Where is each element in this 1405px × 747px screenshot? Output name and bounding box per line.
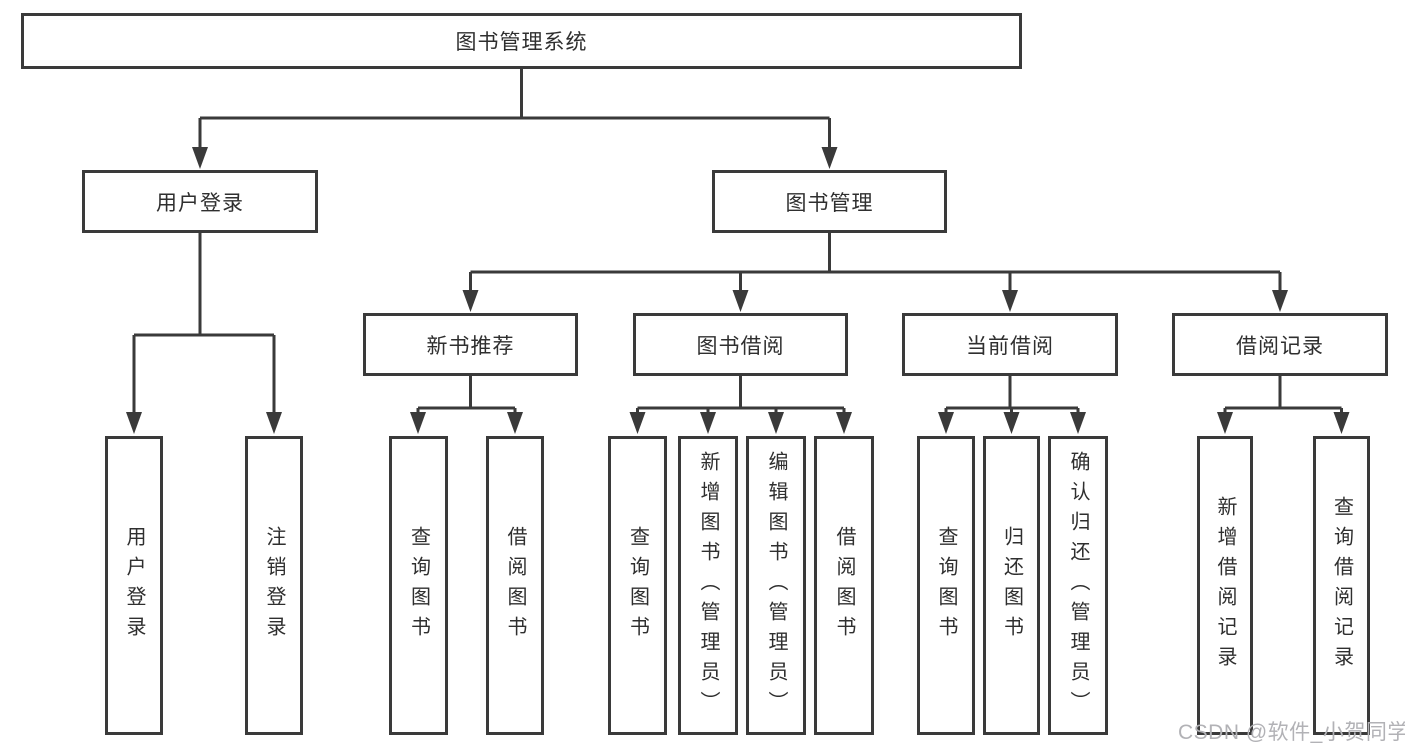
- node-new-book-recommend: 新书推荐: [363, 313, 578, 376]
- node-leaf-query-books-current: 查询图书: [917, 436, 975, 735]
- node-leaf-borrow-books-recommend-label: 借阅图书: [504, 525, 526, 646]
- node-leaf-add-book-admin-label: 新增图书（管理员）: [697, 450, 719, 721]
- node-leaf-query-books-borrow: 查询图书: [608, 436, 667, 735]
- connector-drops-level3: [469, 272, 1282, 292]
- node-user-login: 用户登录: [82, 170, 318, 233]
- node-leaf-query-books-recommend: 查询图书: [389, 436, 448, 735]
- node-leaf-query-books-borrow-label: 查询图书: [626, 525, 649, 646]
- connector-borrow-rail: [637, 376, 844, 410]
- node-leaf-query-books-current-label: 查询图书: [935, 525, 957, 646]
- node-book-management-label: 图书管理: [785, 191, 874, 215]
- node-leaf-edit-book-admin-label: 编辑图书（管理员）: [765, 450, 787, 721]
- node-leaf-query-borrow-record: 查询借阅记录: [1313, 436, 1370, 735]
- node-leaf-borrow-books-label: 借阅图书: [833, 525, 855, 646]
- node-leaf-add-borrow-record-label: 新增借阅记录: [1214, 495, 1236, 676]
- csdn-watermark: CSDN @软件_小贺同学: [1178, 721, 1405, 744]
- node-book-management: 图书管理: [712, 170, 947, 233]
- connector-root-rail: [200, 69, 830, 120]
- node-leaf-logout: 注销登录: [245, 436, 303, 735]
- node-book-borrowing: 图书借阅: [633, 313, 848, 376]
- node-leaf-user-login-label: 用户登录: [123, 525, 145, 646]
- node-book-borrowing-label: 图书借阅: [696, 334, 785, 358]
- node-leaf-return-book: 归还图书: [983, 436, 1040, 735]
- node-leaf-borrow-books: 借阅图书: [814, 436, 874, 735]
- node-leaf-return-book-label: 归还图书: [1000, 525, 1023, 646]
- node-leaf-confirm-return-admin-label: 确认归还（管理员）: [1067, 450, 1089, 721]
- node-leaf-add-book-admin: 新增图书（管理员）: [678, 436, 738, 735]
- connector-current-rail: [946, 376, 1078, 410]
- node-borrowing-records: 借阅记录: [1172, 313, 1388, 376]
- arrowheads: [126, 147, 1350, 434]
- node-current-borrowing: 当前借阅: [902, 313, 1118, 376]
- node-current-borrowing-label: 当前借阅: [966, 334, 1054, 358]
- node-root-label: 图书管理系统: [455, 31, 588, 54]
- node-borrowing-records-label: 借阅记录: [1236, 334, 1324, 358]
- connector-records-rail: [1225, 376, 1342, 410]
- connector-drops-userlogin: [132, 335, 276, 414]
- node-user-login-label: 用户登录: [156, 191, 244, 215]
- node-leaf-add-borrow-record: 新增借阅记录: [1197, 436, 1253, 735]
- node-leaf-user-login: 用户登录: [105, 436, 163, 735]
- connector-drops-level2: [198, 118, 831, 149]
- connector-newbook-rail: [418, 376, 515, 410]
- connector-bookmgmt-rail: [470, 233, 1280, 274]
- node-leaf-borrow-books-recommend: 借阅图书: [486, 436, 544, 735]
- node-leaf-confirm-return-admin: 确认归还（管理员）: [1048, 436, 1108, 735]
- node-leaf-query-books-recommend-label: 查询图书: [407, 525, 430, 646]
- connector-userlogin-rail: [134, 233, 274, 337]
- node-leaf-edit-book-admin: 编辑图书（管理员）: [746, 436, 806, 735]
- node-leaf-query-borrow-record-label: 查询借阅记录: [1330, 495, 1353, 676]
- node-new-book-recommend-label: 新书推荐: [426, 334, 515, 358]
- node-leaf-logout-label: 注销登录: [263, 525, 285, 646]
- node-root-library-system: 图书管理系统: [21, 13, 1022, 69]
- connector-drops-leaves: [416, 408, 1343, 414]
